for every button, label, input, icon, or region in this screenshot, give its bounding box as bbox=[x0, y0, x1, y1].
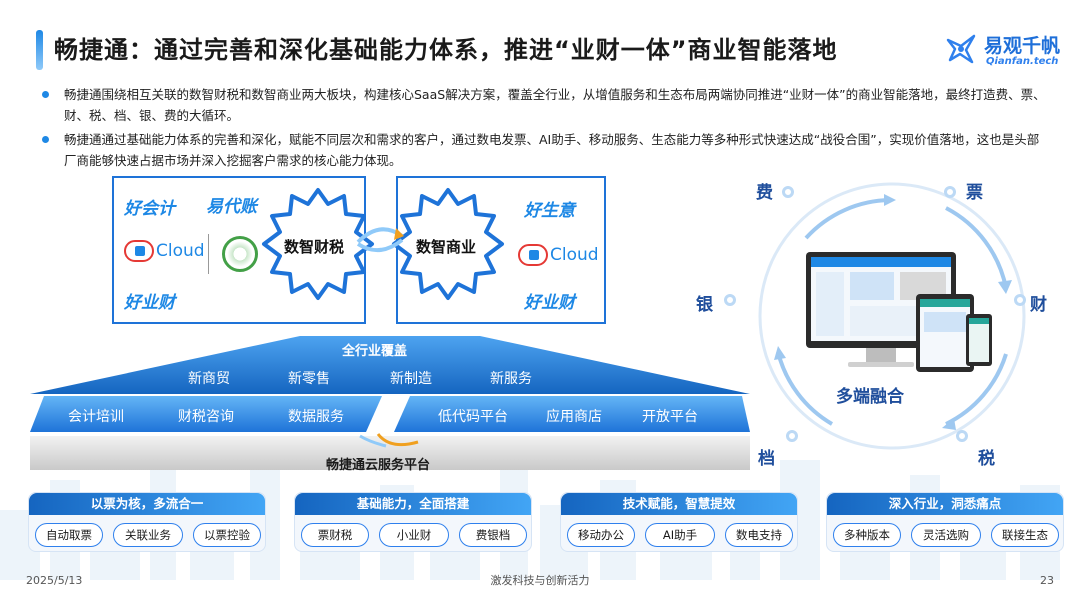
feature-pill: 数电支持 bbox=[725, 523, 793, 547]
bullet-item: 畅捷通通过基础能力体系的完善和深化，赋能不同层次和需求的客户，通过数电发票、AI… bbox=[40, 129, 1050, 171]
footer-slogan: 激发科技与创新活力 bbox=[490, 574, 590, 587]
brand-haoshengyi: 好生意 bbox=[524, 201, 575, 221]
cycle-ring bbox=[758, 182, 1026, 450]
page-title: 畅捷通：通过完善和深化基础能力体系，推进“业财一体”商业智能落地 bbox=[54, 36, 838, 64]
cycle-label-bank: 银 bbox=[696, 295, 713, 315]
service-item: 应用商店 bbox=[546, 409, 602, 425]
brand-yidaizhang: 易代账 bbox=[206, 197, 257, 217]
tcloud-text: Cloud bbox=[550, 245, 599, 265]
feature-card-title: 基础能力，全面搭建 bbox=[295, 493, 531, 515]
business-cycle-diagram: 费 票 财 税 档 银 多端融合 bbox=[696, 168, 1080, 469]
cloud-platform-diagram: 全行业覆盖 新商贸 新零售 新制造 新服务 会计培训 财税咨询 数据服务 低代码… bbox=[30, 336, 750, 476]
cycle-label-finance: 财 bbox=[1030, 295, 1047, 315]
feature-pill: 多种版本 bbox=[833, 523, 901, 547]
cycle-node bbox=[1014, 294, 1026, 306]
feature-card-title: 深入行业，洞悉痛点 bbox=[827, 493, 1063, 515]
multi-device-illustration bbox=[806, 252, 992, 372]
feature-card: 以票为核，多流合一 自动取票 关联业务 以票控验 bbox=[28, 492, 266, 552]
cloud-platform-base bbox=[30, 433, 750, 470]
mini-program-qr-icon bbox=[222, 236, 258, 272]
feature-pill: 灵活选购 bbox=[911, 523, 981, 547]
feature-pill: 关联业务 bbox=[113, 523, 183, 547]
feature-pill: 以票控验 bbox=[193, 523, 261, 547]
cycle-node bbox=[956, 430, 968, 442]
feature-card: 深入行业，洞悉痛点 多种版本 灵活选购 联接生态 bbox=[826, 492, 1064, 552]
feature-card-title: 技术赋能，智慧提效 bbox=[561, 493, 797, 515]
gear-icon bbox=[392, 188, 504, 300]
multi-terminal-label: 多端融合 bbox=[836, 387, 904, 407]
bullet-item: 畅捷通围绕相互关联的数智财税和数智商业两大板块，构建核心SaaS解决方案，覆盖全… bbox=[40, 84, 1050, 126]
brand-haoyecai: 好业财 bbox=[524, 293, 575, 313]
footer-date: 2025/5/13 bbox=[26, 574, 83, 587]
cycle-node bbox=[944, 186, 956, 198]
tcloud-logo: Cloud bbox=[518, 244, 599, 266]
sync-arrows-icon bbox=[356, 227, 404, 252]
feature-card: 基础能力，全面搭建 票财税 小业财 费银档 bbox=[294, 492, 532, 552]
tcloud-text: Cloud bbox=[156, 241, 205, 261]
brand-haokuaiji: 好会计 bbox=[124, 199, 175, 219]
industry-item: 新商贸 bbox=[188, 371, 230, 387]
gear-label-business: 数智商业 bbox=[416, 238, 477, 256]
cycle-node bbox=[782, 186, 794, 198]
feature-pill: 小业财 bbox=[379, 523, 449, 547]
cycle-label-archive: 档 bbox=[758, 449, 775, 469]
services-layer bbox=[30, 396, 750, 432]
cycle-node bbox=[724, 294, 736, 306]
logo-icon bbox=[946, 34, 976, 64]
feature-pill: 自动取票 bbox=[35, 523, 103, 547]
feature-pill: 移动办公 bbox=[567, 523, 635, 547]
service-item: 开放平台 bbox=[642, 409, 698, 425]
service-item: 财税咨询 bbox=[178, 409, 234, 425]
industry-item: 新制造 bbox=[390, 371, 432, 387]
cycle-label-tax: 税 bbox=[978, 449, 995, 469]
feature-pill: 联接生态 bbox=[991, 523, 1059, 547]
bullet-text: 畅捷通通过基础能力体系的完善和深化，赋能不同层次和需求的客户，通过数电发票、AI… bbox=[64, 132, 1040, 168]
cycle-label-fee: 费 bbox=[756, 183, 773, 203]
summary-bullets: 畅捷通围绕相互关联的数智财税和数智商业两大板块，构建核心SaaS解决方案，覆盖全… bbox=[40, 84, 1050, 174]
service-item: 会计培训 bbox=[68, 409, 124, 425]
cycle-node bbox=[786, 430, 798, 442]
feature-card: 技术赋能，智慧提效 移动办公 AI助手 数电支持 bbox=[560, 492, 798, 552]
divider bbox=[208, 234, 209, 274]
title-accent-bar bbox=[36, 30, 43, 70]
cloud-icon bbox=[124, 240, 154, 262]
cloud-icon bbox=[518, 244, 548, 266]
brand-logo: 易观千帆 Qianfan.tech bbox=[944, 28, 1068, 72]
brand-haoyecai: 好业财 bbox=[124, 293, 175, 313]
gear-label-finance-tax: 数智财税 bbox=[284, 238, 345, 256]
bullet-dot-icon bbox=[42, 136, 49, 143]
bullet-dot-icon bbox=[42, 91, 49, 98]
industry-coverage-layer bbox=[30, 336, 750, 394]
feature-pill: 票财税 bbox=[301, 523, 369, 547]
cycle-label-ticket: 票 bbox=[966, 183, 983, 203]
cloud-platform-title: 畅捷通云服务平台 bbox=[326, 458, 431, 473]
service-item: 数据服务 bbox=[288, 409, 344, 425]
industry-item: 新服务 bbox=[490, 371, 532, 387]
industry-item: 新零售 bbox=[288, 371, 330, 387]
logo-name: 易观千帆 bbox=[984, 35, 1061, 57]
tcloud-logo: Cloud bbox=[124, 240, 205, 262]
gear-icon bbox=[262, 188, 374, 300]
feature-pill: AI助手 bbox=[645, 523, 715, 547]
logo-subtitle: Qianfan.tech bbox=[986, 56, 1059, 67]
service-item: 低代码平台 bbox=[438, 409, 508, 425]
page-number: 23 bbox=[1040, 574, 1054, 587]
feature-pill: 费银档 bbox=[459, 523, 527, 547]
bullet-text: 畅捷通围绕相互关联的数智财税和数智商业两大板块，构建核心SaaS解决方案，覆盖全… bbox=[64, 87, 1046, 123]
industry-coverage-title: 全行业覆盖 bbox=[342, 344, 408, 359]
feature-card-title: 以票为核，多流合一 bbox=[29, 493, 265, 515]
